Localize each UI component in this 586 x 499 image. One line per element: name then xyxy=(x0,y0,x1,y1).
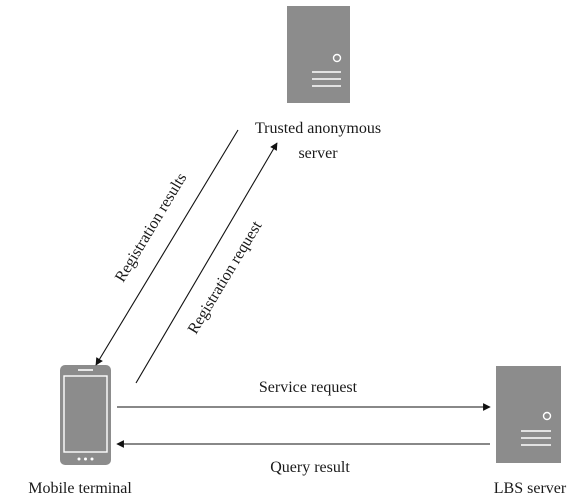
registration-results-arrow xyxy=(95,129,239,366)
lbs-server-icon xyxy=(496,366,561,463)
trusted-server-label-line2: server xyxy=(298,145,338,162)
query-result-label: Query result xyxy=(270,459,350,476)
trusted-server-label-line1: Trusted anonymous xyxy=(255,120,381,137)
lbs-server-label: LBS server xyxy=(494,480,567,497)
registration-request-label: Registration request xyxy=(185,218,266,337)
mobile-terminal-label: Mobile terminal xyxy=(28,480,132,497)
registration-request-arrow xyxy=(135,142,278,384)
service-request-label: Service request xyxy=(259,379,358,396)
mobile-terminal-icon xyxy=(60,365,111,465)
trusted-server-icon xyxy=(287,6,350,103)
